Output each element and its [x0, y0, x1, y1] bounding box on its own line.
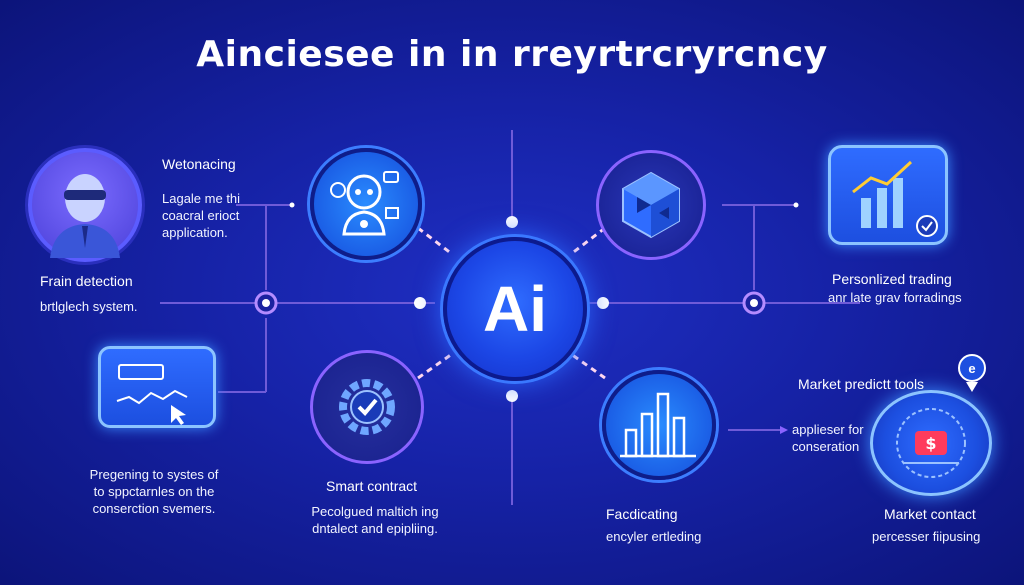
market-predict-desc: applieser for conseration — [792, 421, 864, 455]
smart-contract-desc-line: Pecolgued maltich ing — [311, 504, 439, 519]
smart-contract-title: Smart contract — [326, 478, 418, 494]
cursor-card-icon — [116, 364, 188, 425]
bar-chart-icon — [620, 392, 696, 458]
frain-detection-desc: brtlglech system. — [40, 299, 138, 314]
pregening-line: to sppctarnles on the — [93, 484, 215, 499]
ai-center-label: Ai — [483, 273, 547, 345]
person-icon — [50, 174, 120, 258]
smart-contract-desc: Pecolgued maltich ing dntalect and epipl… — [300, 503, 450, 537]
notification-badge: e — [958, 354, 986, 382]
robot-node — [310, 148, 422, 260]
wetonacing-desc-line: application. — [162, 225, 228, 240]
market-contact-desc: percesser fiipusing — [872, 529, 981, 544]
dollar-node: $ — [870, 390, 992, 496]
wetonacing-desc: Lagale me thi coacral erioct application… — [162, 190, 240, 241]
market-contact-title: Market contact — [884, 506, 976, 522]
person-node — [28, 148, 142, 262]
gear-node — [310, 350, 424, 464]
cube-node — [596, 150, 706, 260]
personalized-trading-desc: anr late grav forradings — [828, 290, 962, 305]
facdicating-title: Facdicating — [606, 506, 678, 522]
market-predict-desc-line: applieser for — [792, 422, 864, 437]
bar-chart-node — [602, 370, 716, 480]
frain-detection-title: Frain detection — [40, 273, 133, 289]
card-node — [98, 346, 216, 428]
pregening-line: conserction svemers. — [92, 501, 216, 516]
pregening-line: Pregening to systes of — [89, 467, 219, 482]
robot-icon — [330, 171, 399, 236]
pregening-desc: Pregening to systes of to sppctarnles on… — [90, 466, 220, 517]
dollar-chip-icon: $ — [896, 408, 966, 478]
badge-text: e — [968, 360, 976, 376]
page-title: Ainciesee in in rreyrtrcryrcncy — [196, 34, 828, 75]
svg-text:$: $ — [925, 434, 936, 453]
market-predict-desc-line: conseration — [792, 439, 860, 454]
wetonacing-desc-line: Lagale me thi — [162, 191, 241, 206]
cube-icon — [622, 171, 680, 239]
wetonacing-desc-line: coacral erioct — [162, 208, 240, 223]
market-predict-title: Market predictt tools — [798, 376, 925, 392]
gear-check-icon — [339, 379, 395, 435]
wetonacing-heading: Wetonacing — [162, 156, 236, 172]
chart-icon — [852, 160, 938, 237]
personalized-trading-title: Personlized trading — [832, 271, 952, 287]
facdicating-desc: encyler ertleding — [606, 529, 702, 544]
ai-center-node: Ai — [443, 237, 587, 381]
smart-contract-desc-line: dntalect and epipliing. — [312, 521, 438, 536]
chart-node — [828, 145, 948, 245]
